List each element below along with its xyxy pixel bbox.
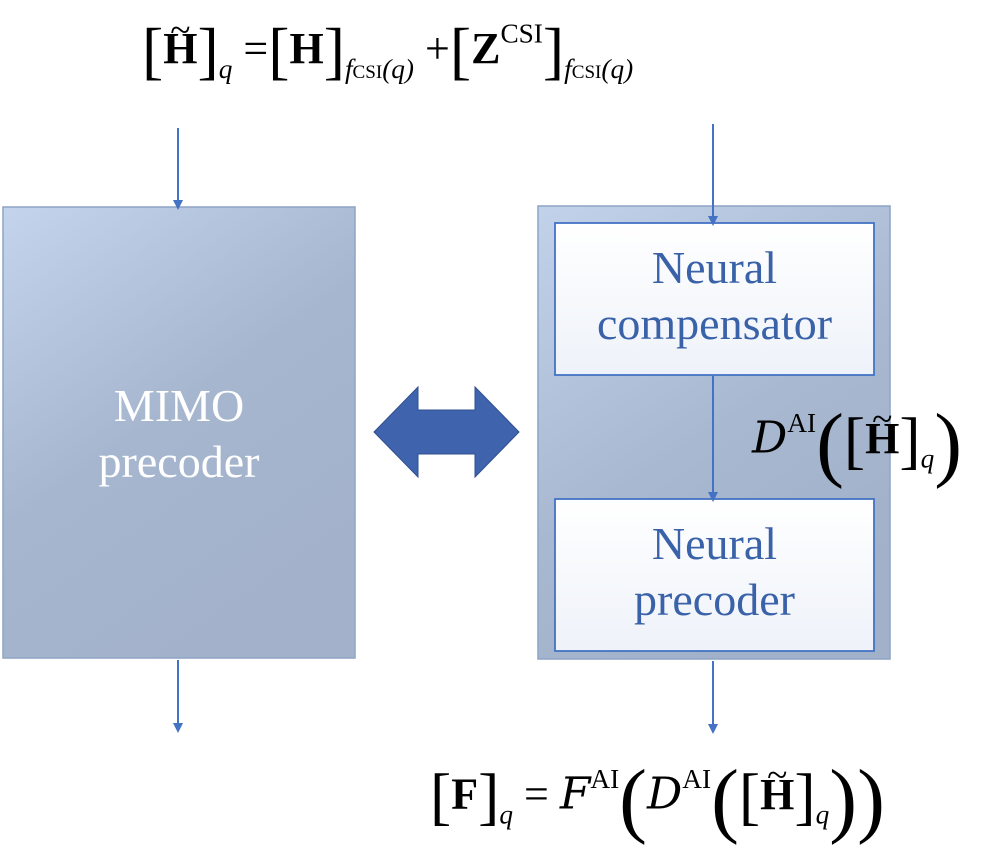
neural-compensator-label: Neural compensator <box>555 240 874 352</box>
bottom-inner-op: D <box>647 768 683 820</box>
top-term2-sup: CSI <box>500 18 543 49</box>
middle-op-sup: AI <box>787 408 817 439</box>
top-term2-sub-arg: (q) <box>601 54 634 85</box>
top-term1-symbol: H <box>289 24 324 74</box>
compensator-label-line2: compensator <box>596 298 833 350</box>
mimo-label-line2: precoder <box>98 436 260 488</box>
top-term1-sub-csi: CSI <box>352 62 383 84</box>
top-term2-symbol: Z <box>471 24 501 74</box>
bottom-arg-sub: q <box>815 799 830 830</box>
top-lhs-sub: q <box>218 54 233 85</box>
top-term2-sub: f <box>564 54 572 85</box>
mimo-label-line1: MIMO <box>113 380 245 431</box>
middle-arg-sub: q <box>920 443 935 474</box>
neural-precoder-box <box>554 498 875 652</box>
top-equation: [~H]q =[H]fCSI(q) +[ZCSI]fCSI(q) <box>142 9 634 86</box>
double-arrow-icon <box>373 385 520 479</box>
top-equals: = <box>243 24 269 74</box>
middle-op: D <box>752 412 788 464</box>
top-term2-sub-csi: CSI <box>571 62 602 84</box>
mimo-precoder-label: MIMO precoder <box>3 378 355 490</box>
mimo-precoder-block <box>2 206 356 659</box>
neural-precoder-label: Neural precoder <box>555 516 874 628</box>
middle-equation: DAI([~H]q) <box>752 398 963 490</box>
top-plus: + <box>425 24 450 74</box>
bottom-lhs-sub: q <box>499 799 514 830</box>
compensator-label-line1: Neural <box>651 242 778 293</box>
top-lhs-symbol: H <box>163 24 198 74</box>
bottom-arg-symbol: H <box>760 769 795 819</box>
middle-arg-symbol: H <box>865 413 900 463</box>
bottom-outer-op: F <box>559 768 591 820</box>
bottom-lhs-symbol: F <box>451 769 479 819</box>
neural-precoder-label-line1: Neural <box>651 518 778 569</box>
bottom-equation: [F]q = FAI(DAI([~H]q)) <box>430 754 885 846</box>
top-term1-sub-arg: (q) <box>382 54 415 85</box>
bottom-equals: = <box>524 769 549 819</box>
neural-precoder-label-line2: precoder <box>634 574 795 626</box>
bottom-outer-sup: AI <box>590 764 620 795</box>
top-term1-sub: f <box>344 54 353 85</box>
bottom-inner-sup: AI <box>682 764 712 795</box>
